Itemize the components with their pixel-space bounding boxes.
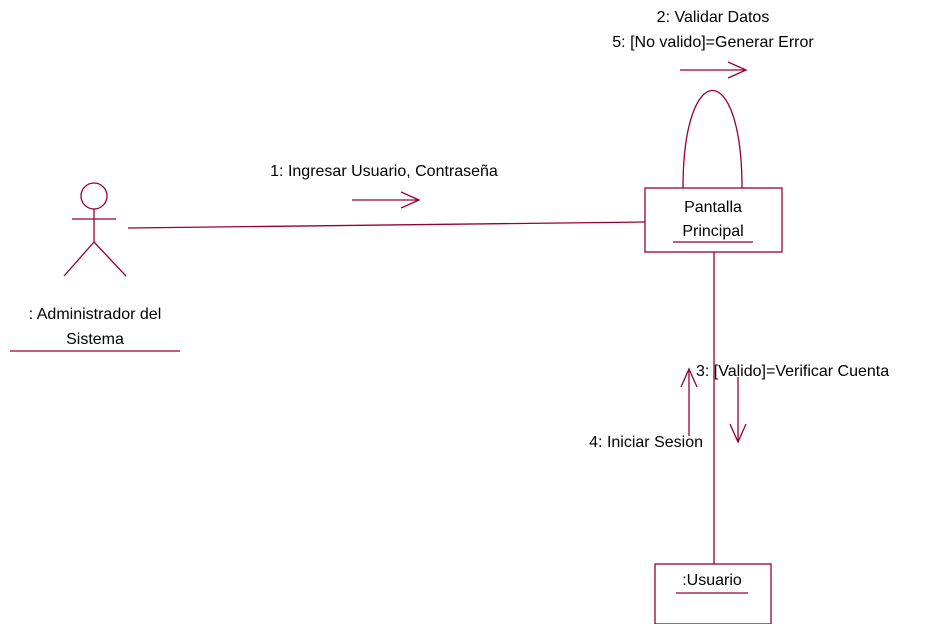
message-3-label: 3: [Valido]=Verificar Cuenta — [696, 363, 889, 380]
pantalla-box — [644, 187, 783, 253]
message-1-arrow-icon — [352, 191, 421, 209]
usuario-label: :Usuario — [682, 572, 742, 589]
link-actor-pantalla — [127, 221, 646, 229]
actor-right-leg — [93, 241, 127, 277]
message-2-label: 2: Validar Datos — [657, 9, 770, 26]
actor-figure-icon[interactable] — [63, 182, 127, 277]
message-2-arrow-icon — [680, 61, 748, 79]
message-1-label: 1: Ingresar Usuario, Contraseña — [270, 163, 498, 180]
usuario-box — [654, 563, 772, 624]
self-link-pantalla — [682, 89, 743, 189]
pantalla-label-line2: Principal — [682, 223, 743, 240]
actor-name-line1: : Administrador del — [29, 306, 162, 323]
object-pantalla-principal[interactable]: Pantalla Principal — [644, 187, 783, 253]
pantalla-label-line1: Pantalla — [684, 199, 742, 216]
actor-head — [80, 182, 108, 210]
actor-name-line2: Sistema — [66, 331, 124, 348]
message-4-label: 4: Iniciar Sesion — [589, 434, 703, 451]
object-usuario[interactable]: :Usuario — [654, 563, 772, 624]
message-3-arrow-icon — [729, 377, 747, 444]
message-4-arrow-icon — [680, 367, 698, 436]
message-5-label: 5: [No valido]=Generar Error — [612, 34, 814, 51]
actor-left-leg — [63, 241, 95, 277]
